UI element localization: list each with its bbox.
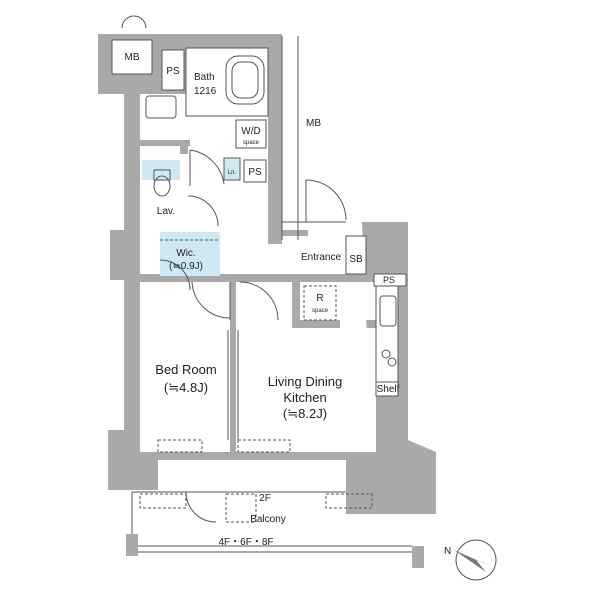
entrance-door-arc: [305, 179, 347, 221]
label-floors: 4F・6F・8F: [218, 537, 273, 548]
bath-room: [185, 47, 269, 117]
label-bath-size: 1216: [194, 86, 217, 97]
wall-r-left: [292, 282, 300, 326]
wall-bath-bottom-left: [140, 140, 190, 146]
label-ln: Ln.: [228, 170, 237, 176]
label-wd: W/D: [241, 126, 260, 137]
ln-box: [223, 157, 241, 181]
wall-right-inner: [396, 236, 408, 456]
stove-burner2: [387, 357, 397, 367]
wic-door-arc: [187, 195, 219, 227]
bathtub-inner: [231, 61, 259, 99]
label-ps-top: PS: [166, 66, 180, 77]
wall-middle: [140, 274, 376, 282]
ldk-door-arc: [239, 281, 279, 321]
label-lav: Lav.: [157, 206, 175, 217]
kitchen-counter: [375, 285, 399, 383]
sb-box: [345, 235, 367, 275]
wic-door2-arc: [159, 259, 191, 291]
wall-left-lower: [124, 280, 140, 430]
ps-top-box: [161, 49, 185, 91]
ps-mid-box: [243, 159, 267, 183]
label-wic-area: (≒0.9J): [169, 261, 203, 272]
kitchen-sink: [379, 295, 397, 327]
balcony-post-left: [126, 534, 138, 556]
wall-bed-ldk: [230, 282, 236, 452]
wall-top: [186, 34, 282, 48]
label-bath: Bath: [194, 72, 215, 83]
mb-door-swing2: [133, 15, 147, 29]
label-bedroom: Bed Room: [155, 362, 216, 377]
wall-bottom-right: [346, 452, 436, 514]
labels: MB PS Bath 1216 W/D space Ln. PS Lav. MB…: [125, 52, 400, 548]
label-ldk-line2: Kitchen: [283, 390, 326, 405]
label-bedroom-area: (≒4.8J): [164, 380, 208, 395]
bed-window-zone: [157, 439, 203, 453]
fixtures: [111, 15, 424, 568]
balcony-post-right: [412, 546, 424, 568]
label-ldk-area: (≒8.2J): [283, 406, 327, 421]
wall-left-column: [110, 230, 140, 280]
label-sb: SB: [349, 254, 363, 265]
bedroom-door-arc: [191, 281, 231, 319]
label-2f: 2F: [259, 493, 271, 504]
wall-bottom: [140, 452, 376, 460]
compass-n-label: N: [444, 546, 451, 557]
mb-door-swing1: [121, 15, 135, 29]
compass-arrow: [454, 550, 490, 566]
r-space-box: [303, 285, 337, 321]
label-ps-mid: PS: [248, 167, 262, 178]
lav-door-arc: [189, 149, 225, 185]
label-r: R: [316, 293, 323, 304]
label-wic: Wic.: [176, 248, 195, 259]
label-wd-sub: space: [243, 140, 260, 146]
washbasin: [145, 95, 177, 119]
toilet-tank: [153, 169, 171, 181]
label-r-sub: space: [312, 308, 329, 314]
balcony-hatch-center: [225, 493, 257, 523]
balcony-hatch-right: [325, 493, 373, 509]
compass: N: [444, 539, 497, 581]
label-entrance: Entrance: [301, 252, 341, 263]
label-ldk-line1: Living Dining: [268, 374, 342, 389]
label-mb-top: MB: [125, 52, 140, 63]
ldk-window-zone: [237, 439, 291, 453]
wall-center-vertical: [268, 34, 282, 244]
stove-burner1: [381, 349, 391, 359]
wall-left-upper: [124, 90, 140, 240]
mb-top-box: [111, 39, 153, 75]
shelf-box: [375, 381, 399, 397]
label-ps-right: PS: [383, 275, 395, 285]
wall-r-bottom: [292, 320, 340, 328]
label-mb-right: MB: [306, 118, 321, 129]
balcony-hatch-left: [139, 493, 187, 509]
wall-right-top: [366, 222, 408, 236]
wd-box: [235, 119, 267, 149]
toilet: [153, 175, 171, 197]
balcony-door-arc: [185, 491, 217, 523]
label-balcony: Balcony: [250, 514, 286, 525]
wic-closet: [160, 232, 220, 276]
bathtub: [225, 55, 265, 105]
label-shelf: Shelf: [377, 384, 400, 395]
compass-arrow-shadow: [454, 550, 486, 572]
